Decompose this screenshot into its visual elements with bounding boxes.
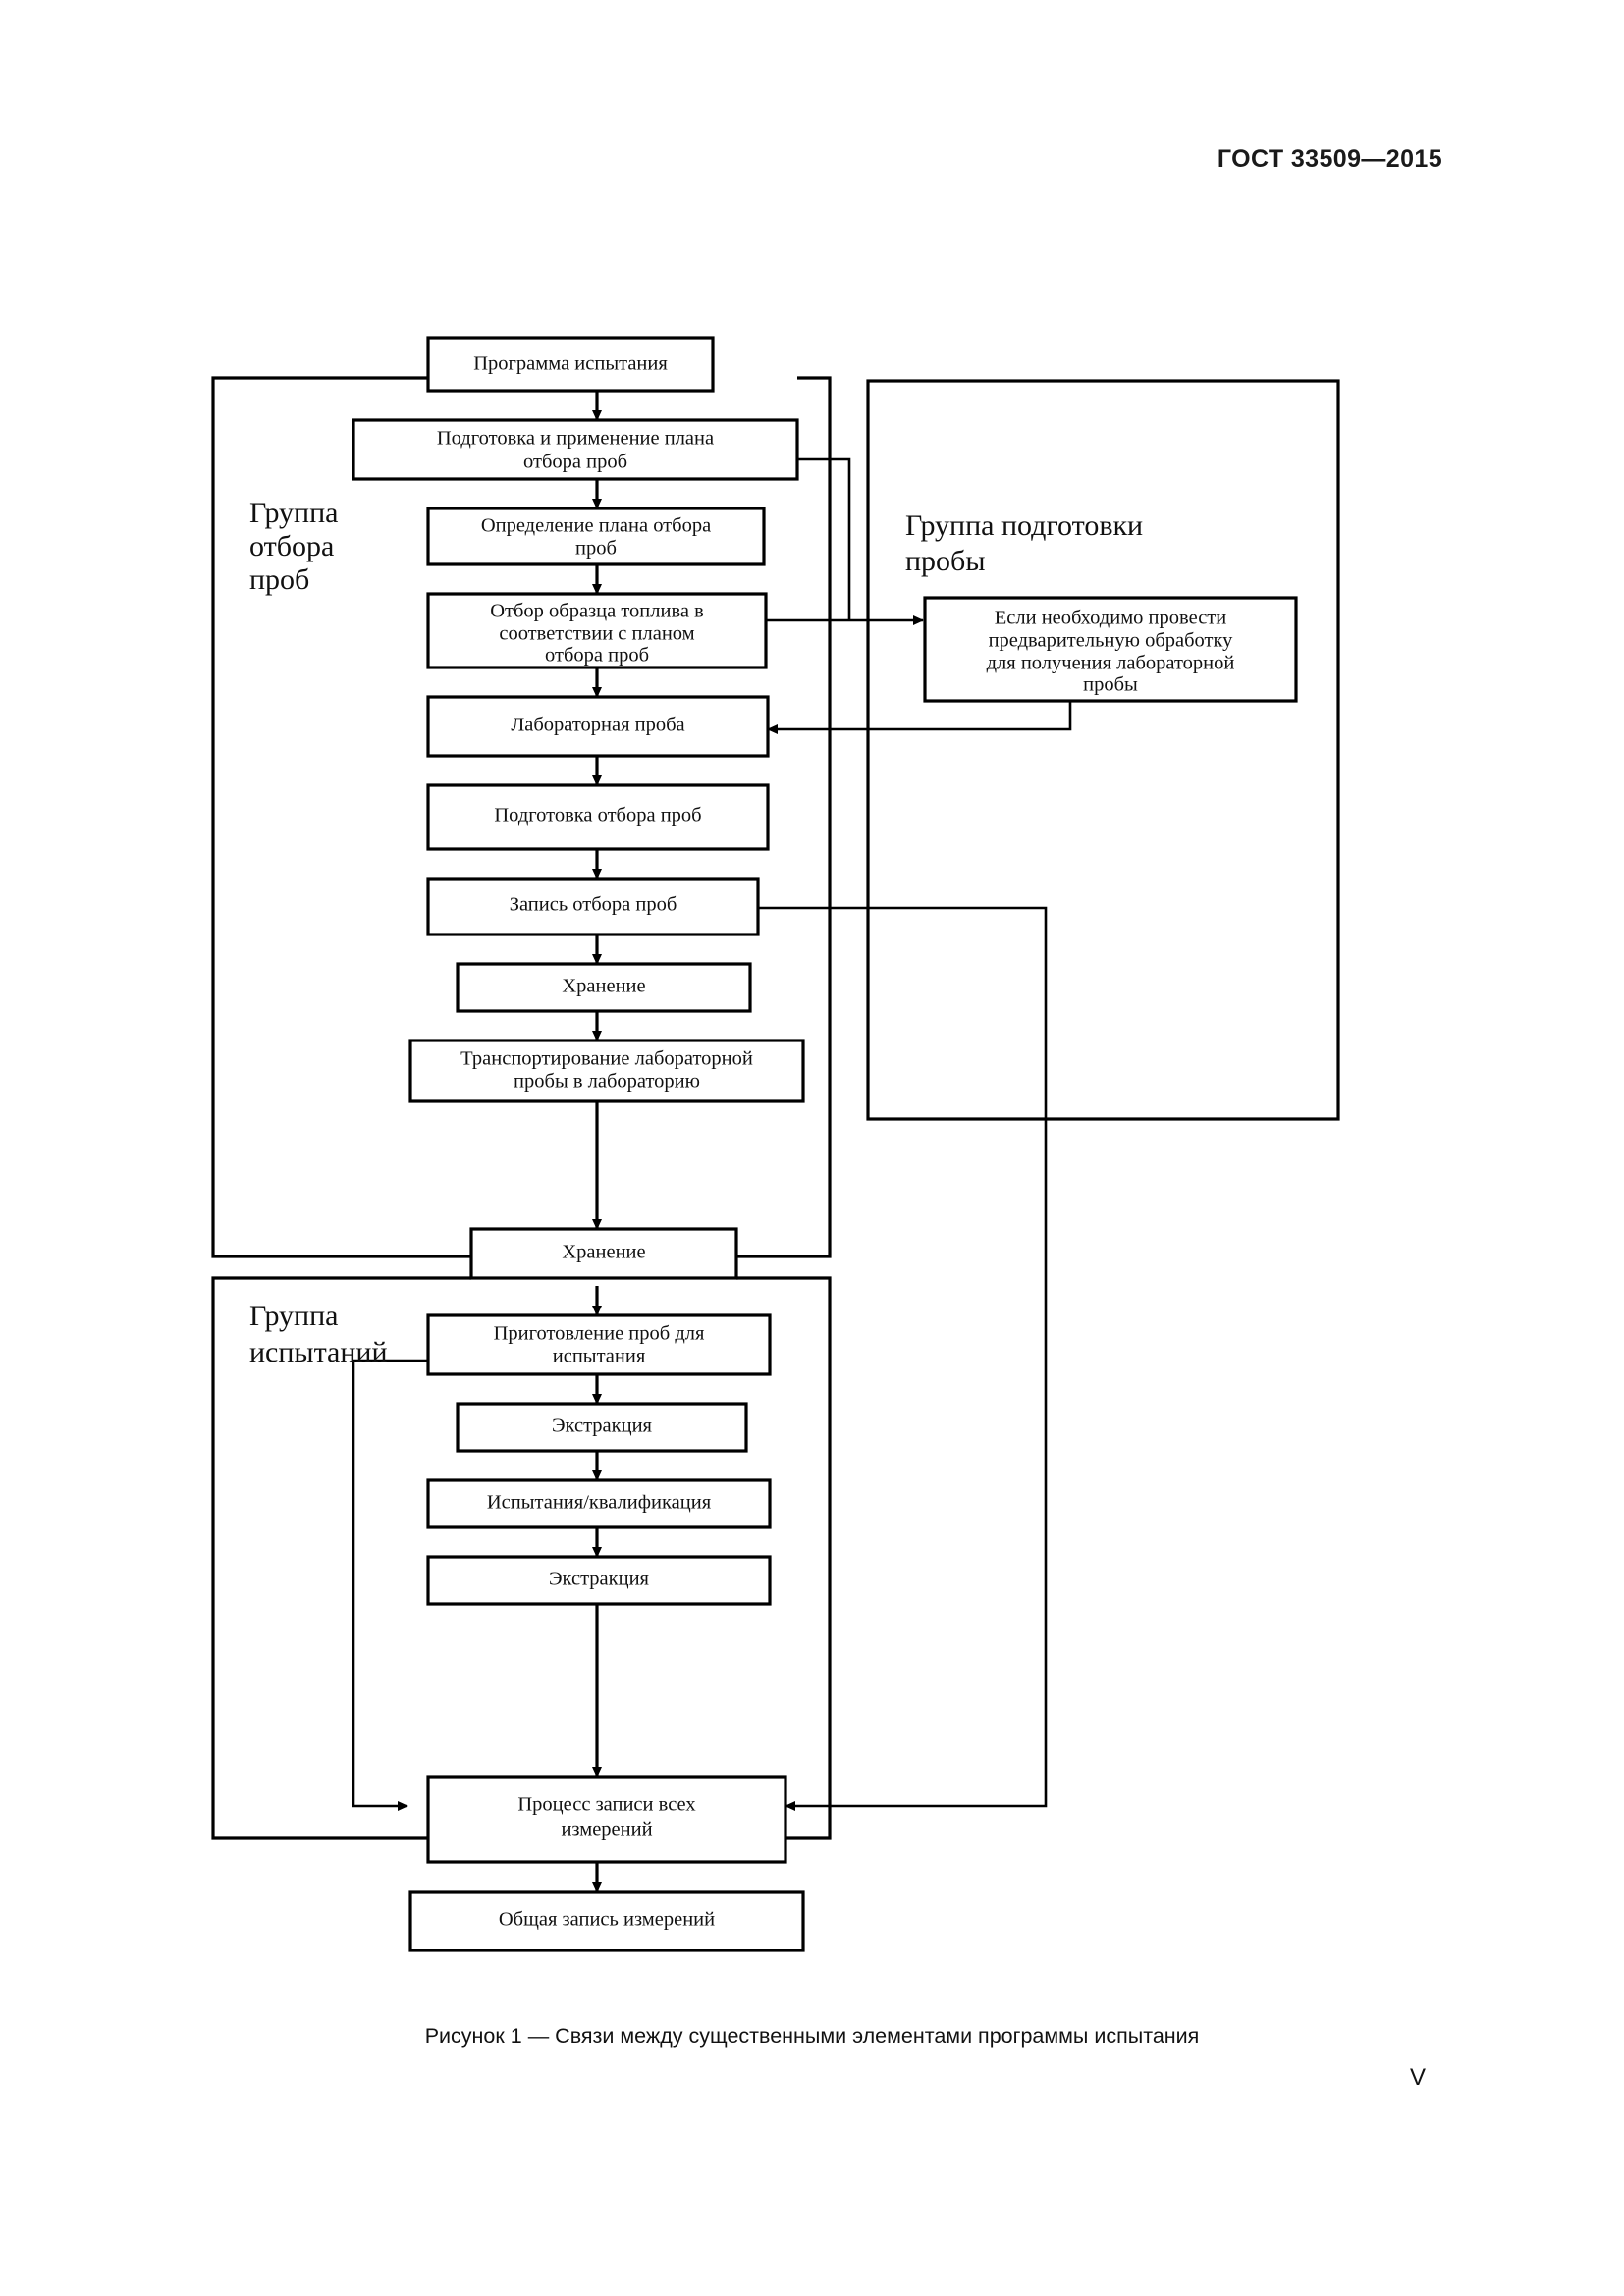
sampling-group-label-line2: отбора xyxy=(249,530,334,562)
testing-group-label-line2: испытаний xyxy=(249,1336,388,1368)
node-plan-definition-line1: Определение плана отбора xyxy=(481,515,711,537)
node-sampling-record-label: Запись отбора проб xyxy=(510,894,677,916)
node-pretreatment-note-line4: пробы xyxy=(1083,674,1138,696)
figure-1-flowchart: Программа испытания Подготовка и примене… xyxy=(0,196,1624,2042)
node-record-all-measurements-line2: измерений xyxy=(561,1819,652,1841)
node-laboratory-sample-label: Лабораторная проба xyxy=(511,715,684,736)
node-general-measurement-record xyxy=(408,1890,805,1952)
node-testing-qualification xyxy=(426,1478,772,1529)
node-sampling-record xyxy=(426,877,760,936)
node-fuel-sampling-line3: отбора проб xyxy=(545,645,649,667)
node-test-program-label: Программа испытания xyxy=(473,353,668,375)
node-plan-definition xyxy=(426,507,766,566)
node-fuel-sampling-line1: Отбор образца топлива в xyxy=(490,601,704,622)
node-record-all-measurements xyxy=(426,1775,787,1864)
node-testing-qualification-label: Испытания/квалификация xyxy=(487,1492,712,1514)
connector-record-to-all-measurements xyxy=(758,906,1048,1811)
node-plan-prepare-apply-line2: отбора проб xyxy=(523,452,627,473)
figure-caption: Рисунок 1 — Связи между существенными эл… xyxy=(424,2024,1200,2048)
node-sample-prep-for-test-line2: испытания xyxy=(553,1346,646,1367)
sampling-group-label-line1: Группа xyxy=(249,497,338,529)
node-fuel-sampling-line2: соответствии с планом xyxy=(499,623,694,645)
node-storage-2-label: Хранение xyxy=(562,1242,645,1263)
node-transport-to-lab-line2: пробы в лабораторию xyxy=(514,1071,700,1093)
flowchart-canvas: Программа испытания Подготовка и примене… xyxy=(211,336,1340,1952)
node-pretreatment-note-line1: Если необходимо провести xyxy=(995,608,1226,629)
testing-group-label-line1: Группа xyxy=(249,1300,338,1332)
node-general-measurement-record-label: Общая запись измерений xyxy=(499,1909,715,1931)
node-pretreatment-note-line2: предварительную обработку xyxy=(989,630,1234,652)
node-storage-1-label: Хранение xyxy=(562,976,645,997)
node-transport-to-lab xyxy=(408,1039,805,1103)
sampling-group-label-line3: проб xyxy=(249,563,309,596)
node-storage-2 xyxy=(469,1227,738,1280)
node-extraction-1-label: Экстракция xyxy=(552,1415,653,1437)
node-pretreatment-note-line3: для получения лабораторной xyxy=(987,653,1235,674)
node-test-program xyxy=(426,336,715,393)
node-pretreatment-note xyxy=(923,596,1298,703)
node-transport-to-lab-line1: Транспортирование лабораторной xyxy=(460,1048,753,1070)
node-plan-definition-line2: проб xyxy=(575,538,617,560)
document-header-standard-number: ГОСТ 33509—2015 xyxy=(1217,145,1442,173)
node-storage-1 xyxy=(456,962,752,1013)
connector-pretreatment-to-lab-sample xyxy=(767,701,1072,734)
preparation-group-label-line2: пробы xyxy=(905,545,985,577)
preparation-group-label-line1: Группа подготовки xyxy=(905,509,1143,542)
node-laboratory-sample xyxy=(426,695,770,758)
node-fuel-sampling xyxy=(426,592,768,669)
preparation-group-frame xyxy=(866,379,1340,1121)
node-extraction-2 xyxy=(426,1555,772,1606)
node-sampling-preparation xyxy=(426,783,770,851)
node-plan-prepare-apply xyxy=(352,418,799,481)
node-sample-prep-for-test xyxy=(426,1313,772,1376)
page-number: V xyxy=(1409,2064,1426,2091)
node-extraction-2-label: Экстракция xyxy=(549,1569,650,1590)
node-extraction-1 xyxy=(456,1402,748,1453)
node-record-all-measurements-line1: Процесс записи всех xyxy=(517,1794,695,1816)
node-sample-prep-for-test-line1: Приготовление проб для xyxy=(494,1323,705,1345)
connector-plan-right-branch xyxy=(797,457,851,620)
node-plan-prepare-apply-line1: Подготовка и применение плана xyxy=(437,428,714,450)
connector-sample-prep-left-feedback xyxy=(352,1359,428,1811)
node-sampling-preparation-label: Подготовка отбора проб xyxy=(494,805,701,827)
